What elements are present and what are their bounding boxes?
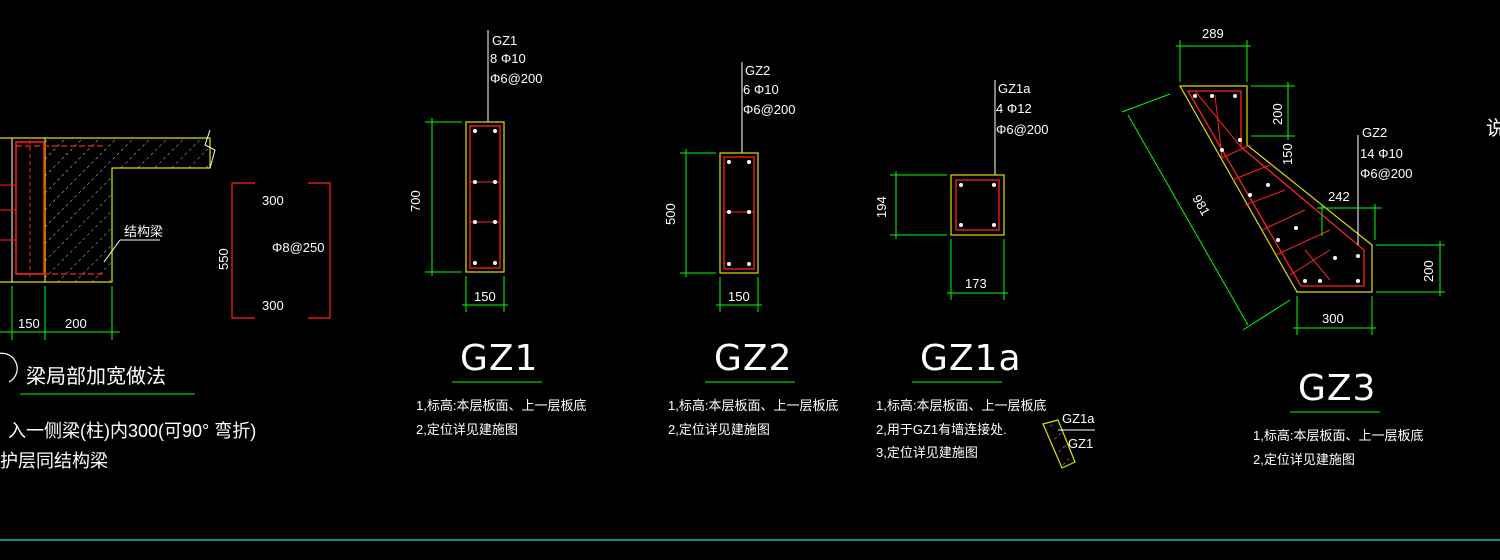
beam-note-2: 护层同结构梁 xyxy=(0,451,108,471)
gz3-section: GZ2 14 Φ10 Φ6@200 289 200 150 242 200 30… xyxy=(1121,26,1445,467)
gz1-rebar-1: 8 Φ10 xyxy=(490,51,526,66)
gz1a-dim-h: 194 xyxy=(874,196,889,218)
gz3-dim-200b: 200 xyxy=(1421,260,1436,282)
gz1a-rebar-2: Φ6@200 xyxy=(996,122,1049,137)
gz3-note-1: 1,标高:本层板面、上一层板底 xyxy=(1253,428,1423,443)
dim-200: 200 xyxy=(65,316,87,331)
gz1-dim-w: 150 xyxy=(474,289,496,304)
gz1a-note-2: 2,用于GZ1有墙连接处. xyxy=(876,422,1007,437)
gz2-rebar-2: Φ6@200 xyxy=(743,102,796,117)
gz2-note-1: 1,标高:本层板面、上一层板底 xyxy=(668,398,838,413)
gz1-section: GZ1 8 Φ10 Φ6@200 700 150 GZ1 1,标高:本层板面、上… xyxy=(408,30,586,437)
gz1a-section: GZ1a 4 Φ12 Φ6@200 194 173 GZ1a 1,标高:本层板面… xyxy=(874,80,1095,469)
section-rebar: Φ8@250 xyxy=(272,240,325,255)
gz3-title: GZ3 xyxy=(1298,368,1376,409)
gz3-dim-150: 150 xyxy=(1280,143,1295,165)
dim-150: 150 xyxy=(18,316,40,331)
gz2-note-2: 2,定位详见建施图 xyxy=(668,422,770,437)
beam-note-1: 入一侧梁(柱)内300(可90° 弯折) xyxy=(8,421,256,441)
gz1-note-1: 1,标高:本层板面、上一层板底 xyxy=(416,398,586,413)
section-bottom: 300 xyxy=(262,298,284,313)
gz1-title: GZ1 xyxy=(460,338,538,379)
gz3-dim-200a: 200 xyxy=(1270,103,1285,125)
gz1a-rebar-1: 4 Φ12 xyxy=(996,101,1032,116)
gz3-outline xyxy=(1178,85,1373,293)
gz2-section: GZ2 6 Φ10 Φ6@200 500 150 GZ2 1,标高:本层板面、上… xyxy=(663,62,838,437)
gz1a-note-1: 1,标高:本层板面、上一层板底 xyxy=(876,398,1046,413)
legend-top: GZ1a xyxy=(1062,411,1095,426)
section-dim: 550 xyxy=(216,248,231,270)
gz3-dim-289: 289 xyxy=(1202,26,1224,41)
beam-label: 结构梁 xyxy=(124,224,163,239)
gz1-dim-h: 700 xyxy=(408,190,423,212)
gz3-dim-300: 300 xyxy=(1322,311,1344,326)
gz2-dim-w: 150 xyxy=(728,289,750,304)
gz1a-label: GZ1a xyxy=(998,81,1031,96)
gz3-rebar-2: Φ6@200 xyxy=(1360,166,1413,181)
gz2-rebar-1: 6 Φ10 xyxy=(743,82,779,97)
gz3-label: GZ2 xyxy=(1362,125,1387,140)
gz2-label: GZ2 xyxy=(745,63,770,78)
gz1a-dim-w: 173 xyxy=(965,276,987,291)
gz1-label: GZ1 xyxy=(492,33,517,48)
legend-symbol xyxy=(1042,419,1076,469)
gz1-note-2: 2,定位详见建施图 xyxy=(416,422,518,437)
beam-title: 梁局部加宽做法 xyxy=(26,365,166,388)
gz2-dim-h: 500 xyxy=(663,203,678,225)
gz1a-title: GZ1a xyxy=(920,338,1022,379)
gz3-dim-981: 981 xyxy=(1189,192,1213,218)
section-top: 300 xyxy=(262,193,284,208)
edge-char: 说 xyxy=(1486,117,1500,140)
gz3-rebar-1: 14 Φ10 xyxy=(1360,146,1403,161)
gz1a-note-3: 3,定位详见建施图 xyxy=(876,445,978,460)
gz1-rebar-2: Φ6@200 xyxy=(490,71,543,86)
gz2-title: GZ2 xyxy=(714,338,792,379)
hatched-beam xyxy=(44,137,211,283)
beam-widening-detail: 结构梁 150 200 300 Φ8@250 300 550 梁局部加宽做法 入… xyxy=(0,129,331,471)
gz3-note-2: 2,定位详见建施图 xyxy=(1253,452,1355,467)
legend-bottom: GZ1 xyxy=(1068,436,1093,451)
gz3-dim-242: 242 xyxy=(1328,189,1350,204)
